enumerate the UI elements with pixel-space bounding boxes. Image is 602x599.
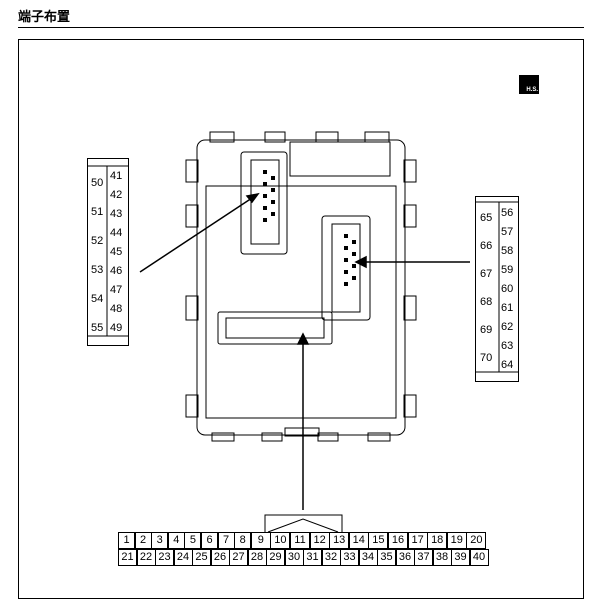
pin-label: 56: [501, 207, 514, 219]
pin-cell: 17: [407, 532, 428, 549]
pin-cell: 29: [266, 549, 285, 566]
pin-label: 53: [91, 264, 104, 276]
pin-cell: 20: [466, 532, 487, 549]
pin-label: 67: [480, 268, 493, 280]
pin-label: 49: [110, 322, 123, 334]
pin-label: 62: [501, 321, 514, 333]
left-connector-pinout: [87, 158, 129, 346]
pin-cell: 23: [155, 549, 174, 566]
pin-cell: 12: [309, 532, 330, 549]
page-title: 端子布置: [18, 10, 71, 25]
pin-label: 55: [91, 322, 104, 334]
pin-label: 51: [91, 206, 104, 218]
pin-cell: 15: [368, 532, 389, 549]
pin-label: 50: [91, 177, 104, 189]
pin-cell: 4: [167, 532, 185, 549]
pin-label: 69: [480, 324, 493, 336]
pin-cell: 25: [192, 549, 211, 566]
pin-label: 61: [501, 302, 514, 314]
pin-label: 58: [501, 245, 514, 257]
pin-cell: 31: [303, 549, 322, 566]
pin-cell: 39: [451, 549, 470, 566]
pin-cell: 37: [414, 549, 433, 566]
title-divider: [18, 27, 584, 28]
badge-text: H.S.: [526, 87, 538, 93]
pin-cell: 27: [229, 549, 248, 566]
pin-label: 46: [110, 265, 123, 277]
pin-cell: 1: [118, 532, 135, 549]
pin-cell: 40: [469, 549, 489, 566]
pin-label: 54: [91, 293, 104, 305]
pin-cell: 34: [358, 549, 378, 566]
pin-cell: 21: [118, 549, 137, 566]
pin-cell: 13: [329, 532, 350, 549]
pin-cell: 28: [247, 549, 267, 566]
pin-cell: 11: [290, 532, 310, 549]
pin-cell: 24: [173, 549, 193, 566]
pin-label: 60: [501, 283, 514, 295]
pin-cell: 16: [388, 532, 408, 549]
pin-cell: 36: [395, 549, 415, 566]
pin-cell: 26: [210, 549, 230, 566]
pin-label: 68: [480, 296, 493, 308]
pin-label: 64: [501, 359, 514, 371]
pin-cell: 3: [151, 532, 169, 549]
pin-label: 48: [110, 303, 123, 315]
pin-label: 70: [480, 352, 493, 364]
pin-cell: 2: [134, 532, 152, 549]
right-connector-pinout: [475, 196, 519, 382]
pin-label: 57: [501, 226, 514, 238]
pin-cell: 30: [284, 549, 304, 566]
pin-cell: 10: [270, 532, 291, 549]
pin-cell: 33: [340, 549, 359, 566]
pin-cell: 7: [217, 532, 235, 549]
pin-label: 47: [110, 284, 123, 296]
pin-cell: 9: [250, 532, 271, 549]
pin-label: 45: [110, 246, 123, 258]
pin-label: 44: [110, 227, 123, 239]
pin-cell: 38: [432, 549, 452, 566]
pin-label: 43: [110, 208, 123, 220]
pin-label: 52: [91, 235, 104, 247]
pin-label: 42: [110, 189, 123, 201]
pin-label: 65: [480, 212, 493, 224]
pin-label: 66: [480, 240, 493, 252]
pin-cell: 18: [427, 532, 448, 549]
pin-cell: 32: [321, 549, 341, 566]
pin-cell: 22: [136, 549, 156, 566]
harness-side-icon: H.S.: [519, 75, 539, 94]
pin-cell: 5: [184, 532, 202, 549]
pin-cell: 19: [446, 532, 467, 549]
pin-label: 59: [501, 264, 514, 276]
pin-cell: 8: [234, 532, 252, 549]
pin-label: 41: [110, 170, 123, 182]
pin-label: 63: [501, 340, 514, 352]
pin-cell: 14: [348, 532, 369, 549]
pin-cell: 6: [201, 532, 218, 549]
pin-cell: 35: [377, 549, 396, 566]
